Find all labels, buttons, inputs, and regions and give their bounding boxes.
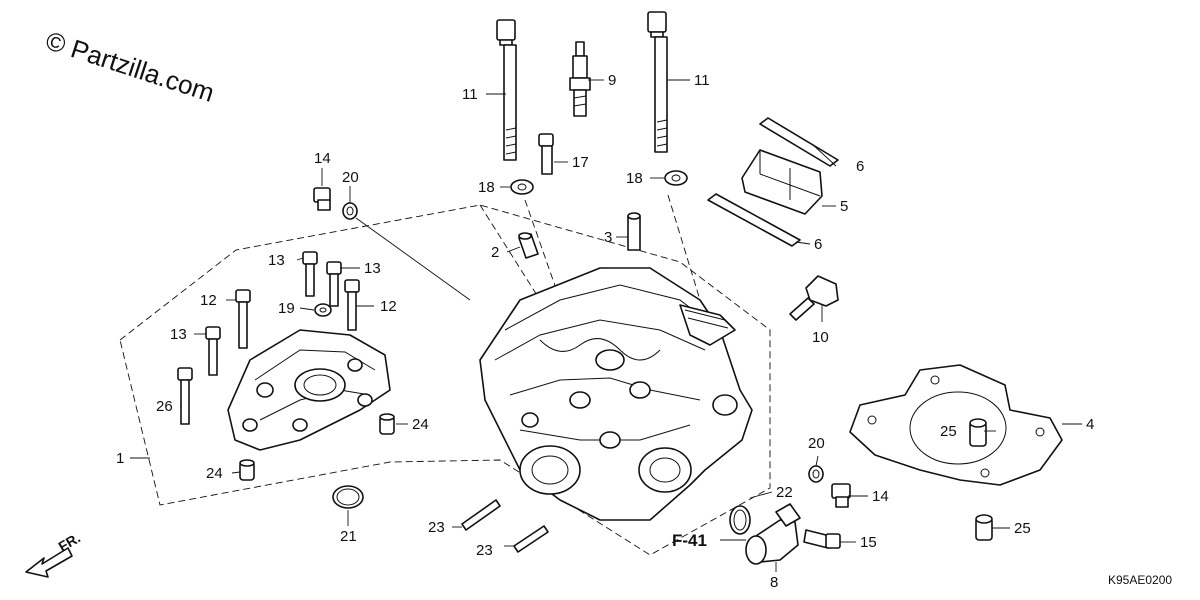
callout-10: 10 bbox=[812, 329, 829, 346]
bolt-13-left bbox=[205, 326, 221, 376]
washer-18-right bbox=[664, 170, 688, 186]
o-ring-21 bbox=[332, 485, 364, 509]
callout-1: 1 bbox=[116, 450, 124, 467]
inlet-joint-8 bbox=[745, 503, 801, 565]
stud-bolt-23-lower bbox=[513, 525, 549, 553]
bolt-13-top-right bbox=[326, 261, 342, 307]
bolt-12-right bbox=[344, 279, 360, 331]
dowel-pin-24-left bbox=[239, 459, 255, 481]
rocker-arm-assembly bbox=[741, 149, 823, 215]
callout-18-right: 18 bbox=[626, 170, 643, 187]
cylinder-head-gasket bbox=[849, 364, 1063, 486]
washer-19 bbox=[314, 303, 332, 317]
callout-3: 3 bbox=[604, 229, 612, 246]
callout-20-right: 20 bbox=[808, 435, 825, 452]
callout-26: 26 bbox=[156, 398, 173, 415]
callout-17: 17 bbox=[572, 154, 589, 171]
dowel-pin-25-lower bbox=[975, 514, 993, 541]
plug-bolt-14-right bbox=[831, 483, 851, 508]
callout-20-left: 20 bbox=[342, 169, 359, 186]
bolt-15 bbox=[803, 529, 841, 549]
callout-19: 19 bbox=[278, 300, 295, 317]
diagram-code: K95AE0200 bbox=[1108, 573, 1172, 587]
dowel-pin-24-right bbox=[379, 413, 395, 435]
rocker-shaft-lower bbox=[707, 193, 801, 247]
rocker-shaft-upper bbox=[759, 117, 839, 167]
temperature-sensor bbox=[789, 275, 839, 321]
callout-9: 9 bbox=[608, 72, 616, 89]
callout-18-left: 18 bbox=[478, 179, 495, 196]
sealing-washer-20-right bbox=[808, 465, 824, 483]
callout-24-right: 24 bbox=[412, 416, 429, 433]
callout-22: 22 bbox=[776, 484, 793, 501]
callout-8: 8 bbox=[770, 574, 778, 591]
callout-4: 4 bbox=[1086, 416, 1094, 433]
callout-6-upper: 6 bbox=[856, 158, 864, 175]
callout-13-top-left: 13 bbox=[268, 252, 285, 269]
bolt-12-left bbox=[235, 289, 251, 349]
dowel-pin-25-upper bbox=[969, 418, 987, 447]
callout-12-right: 12 bbox=[380, 298, 397, 315]
callout-14-right: 14 bbox=[872, 488, 889, 505]
callout-14-left: 14 bbox=[314, 150, 331, 167]
callout-23-upper: 23 bbox=[428, 519, 445, 536]
spark-plug bbox=[569, 41, 591, 117]
callout-21: 21 bbox=[340, 528, 357, 545]
callout-13-left: 13 bbox=[170, 326, 187, 343]
callout-12-left: 12 bbox=[200, 292, 217, 309]
callout-15: 15 bbox=[860, 534, 877, 551]
bolt-26 bbox=[177, 367, 193, 425]
plug-bolt-14-left bbox=[313, 187, 331, 211]
cylinder-head bbox=[479, 267, 753, 521]
callout-25-lower: 25 bbox=[1014, 520, 1031, 537]
stud-bolt-23-upper bbox=[461, 499, 501, 531]
reference-label: F-41 bbox=[672, 531, 707, 550]
callout-2: 2 bbox=[491, 244, 499, 261]
bolt-17 bbox=[538, 133, 554, 175]
cylinder-head-bolt-left bbox=[496, 19, 517, 161]
sealing-washer-20-left bbox=[342, 202, 358, 220]
callout-11-left: 11 bbox=[462, 86, 478, 103]
callout-23-lower: 23 bbox=[476, 542, 493, 559]
callout-24-left: 24 bbox=[206, 465, 223, 482]
callout-13-top-right: 13 bbox=[364, 260, 381, 277]
callout-25-upper: 25 bbox=[940, 423, 957, 440]
camshaft-holder bbox=[227, 329, 391, 451]
callout-5: 5 bbox=[840, 198, 848, 215]
washer-18-left bbox=[510, 179, 534, 195]
o-ring-22 bbox=[729, 505, 751, 535]
leader-lines bbox=[130, 79, 1082, 572]
valve-guide-3 bbox=[627, 212, 641, 251]
cylinder-head-bolt-right bbox=[647, 11, 668, 153]
valve-guide-2 bbox=[518, 232, 539, 259]
front-label: FR. bbox=[56, 529, 84, 554]
callout-6-lower: 6 bbox=[814, 236, 822, 253]
watermark: © Partzilla.com bbox=[42, 25, 218, 108]
callout-11-right: 11 bbox=[694, 72, 710, 89]
cam-holder-group-outline bbox=[119, 204, 771, 556]
bolt-13-top-left bbox=[302, 251, 318, 297]
front-arrow-icon bbox=[25, 547, 73, 578]
